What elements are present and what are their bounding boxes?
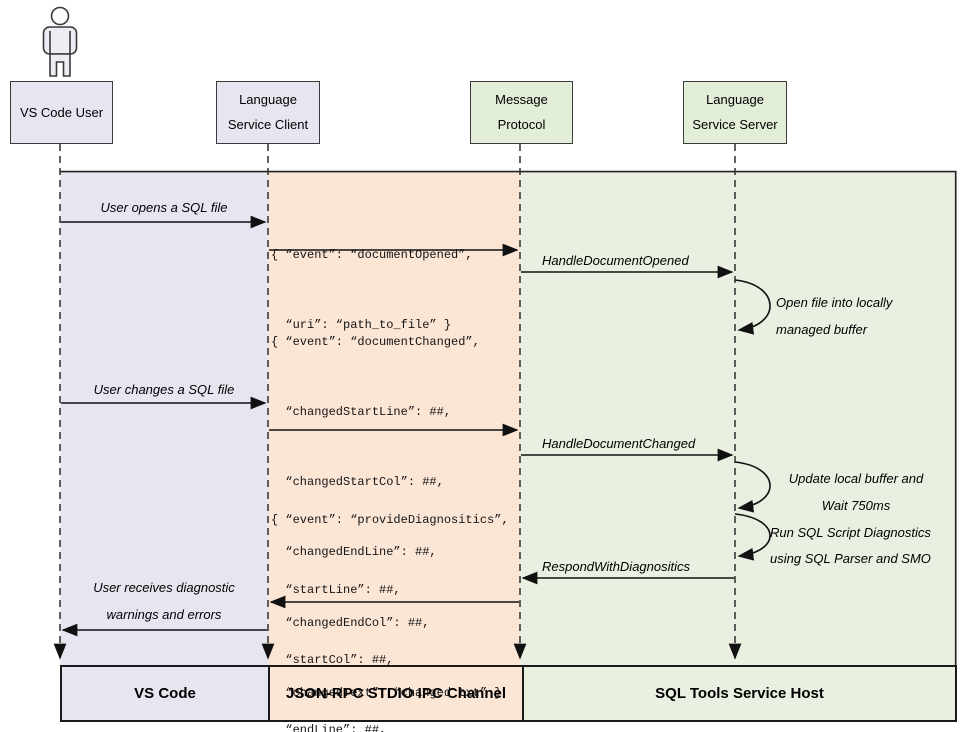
payload-line: { “event”: “documentChanged”, [271, 334, 480, 349]
header-client-line2: Service Client [227, 117, 309, 132]
payload-line: “changedText”: “changed txt” } [271, 685, 502, 700]
lane-vscode [60, 172, 268, 665]
header-message-protocol: Message Protocol [470, 81, 573, 144]
footer-json-rpc-channel: JSON-RPC STDIO IPC Channel [268, 667, 522, 720]
payload-line: “endLine”: ##, [271, 723, 387, 732]
lane-json-rpc-channel [268, 172, 520, 665]
footer-vscode-label: VS Code [134, 685, 196, 702]
label-handle-document-changed: HandleDocumentChanged [542, 436, 696, 451]
payload-line: “changedEndCol”: ##, [271, 615, 430, 630]
footer-host-label: SQL Tools Service Host [655, 685, 824, 702]
label-run-diagnostics-line2: using SQL Parser and SMO [770, 551, 931, 566]
payload-provide-diagnostics: { “event”: “provideDiagnositics”, “start… [271, 462, 509, 732]
header-language-service-server: Language Service Server [683, 81, 787, 144]
payload-document-opened: { “event”: “documentOpened”, “uri”: “pat… [271, 197, 473, 384]
payload-line: “changedStartCol”: ##, [271, 475, 444, 490]
payload-line: { “event”: “provideDiagnositics”, [271, 512, 509, 527]
footer-sql-tools-host: SQL Tools Service Host [522, 667, 955, 720]
label-handle-document-opened: HandleDocumentOpened [542, 253, 689, 268]
label-user-opens-file: User opens a SQL file [100, 200, 228, 215]
header-server-line2: Service Server [692, 117, 778, 132]
header-protocol-line2: Protocol [497, 117, 546, 132]
label-user-receives-line2: warnings and errors [106, 607, 222, 622]
header-client-line1: Language [239, 92, 297, 107]
header-vscode-user: VS Code User [10, 81, 113, 144]
user-actor-icon [42, 6, 78, 77]
label-update-buffer-line2: Wait 750ms [821, 498, 891, 513]
payload-line: “changedEndLine”: ##, [271, 545, 437, 560]
lane-sql-tools-host [520, 172, 957, 665]
footer-row: VS Code JSON-RPC STDIO IPC Channel SQL T… [60, 665, 957, 722]
label-update-buffer-line1: Update local buffer and [788, 471, 924, 486]
label-user-receives-line1: User receives diagnostic [93, 580, 235, 595]
header-language-service-client: Language Service Client [216, 81, 320, 144]
label-run-diagnostics-line1: Run SQL Script Diagnostics [770, 525, 931, 540]
payload-line: “startCol”: ##, [271, 653, 394, 668]
label-user-changes-file: User changes a SQL file [93, 382, 235, 397]
payload-line: “startLine”: ##, [271, 583, 401, 598]
label-open-file-locally-line2: managed buffer [776, 322, 868, 337]
label-respond-with-diagnostics: RespondWithDiagnositics [542, 559, 691, 574]
label-open-file-locally-line1: Open file into locally [776, 295, 893, 310]
payload-line: { “event”: “documentOpened”, [271, 247, 473, 262]
payload-document-changed: { “event”: “documentChanged”, “changedSt… [271, 284, 501, 732]
footer-channel-label: JSON-RPC STDIO IPC Channel [285, 685, 507, 702]
footer-vscode: VS Code [62, 667, 268, 720]
header-server-line1: Language [706, 92, 764, 107]
header-vscode-user-label: VS Code User [19, 104, 104, 120]
payload-line: “uri”: “path_to_file” } [271, 318, 452, 333]
header-protocol-line1: Message [495, 92, 548, 107]
payload-line: “changedStartLine”: ##, [271, 405, 452, 420]
